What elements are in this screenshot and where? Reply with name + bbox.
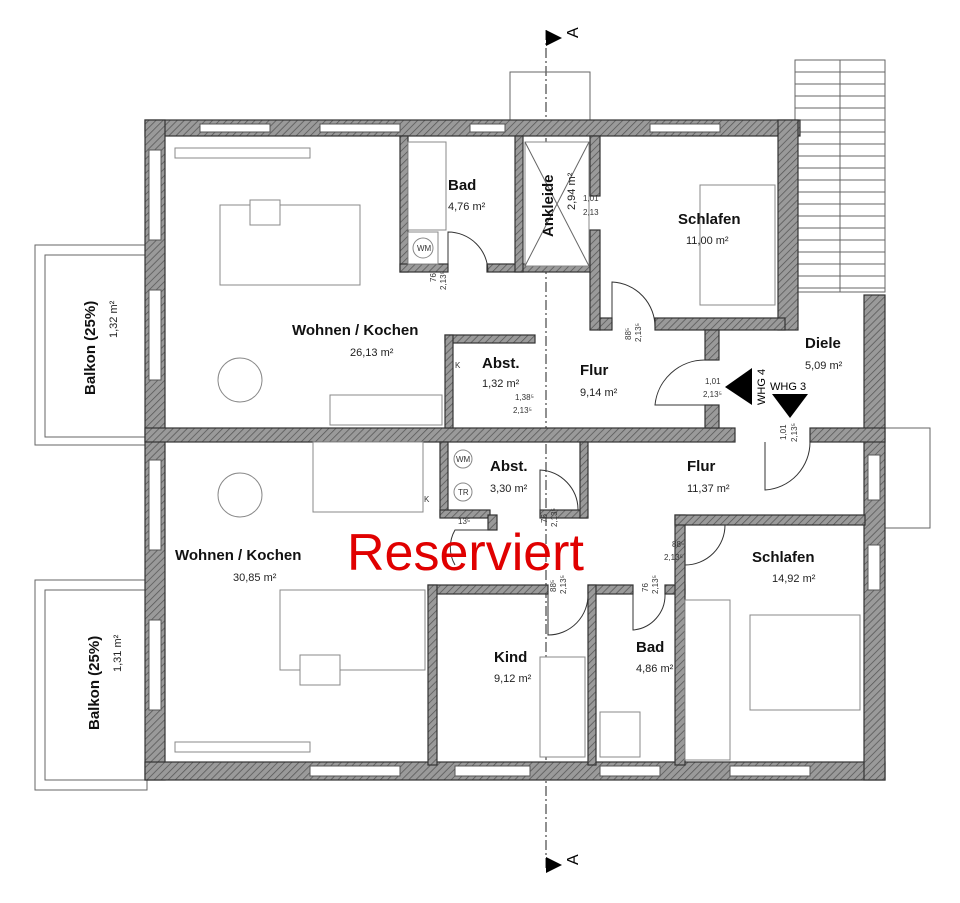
dim-bad2-h: 2,13⁵	[651, 575, 660, 594]
room-schlafen1-name: Schlafen	[678, 211, 741, 228]
room-ankleide-name: Ankleide	[540, 174, 557, 237]
dim-schlafen1-h: 2,13⁵	[634, 323, 643, 342]
room-kind-name: Kind	[494, 649, 527, 666]
dryer-icon	[453, 482, 473, 502]
room-ankleide-area: 2,94 m²	[566, 172, 578, 210]
bay-right	[884, 427, 931, 529]
room-diele-area: 5,09 m²	[805, 360, 843, 372]
dim-wohnen2: 13⁵	[458, 517, 470, 526]
room-bad1-area: 4,76 m²	[448, 201, 486, 213]
room-abst2-name: Abst.	[490, 458, 528, 475]
unit-label-whg4: WHG 4	[756, 369, 768, 405]
entry-arrow-whg4-icon	[725, 368, 752, 405]
room-balkon2-name: Balkon (25%)	[86, 636, 103, 730]
dim-abst1-h: 2,13⁵	[513, 406, 532, 415]
room-schlafen2-name: Schlafen	[752, 549, 815, 566]
room-balkon1-name: Balkon (25%)	[82, 301, 99, 395]
room-schlafen2-area: 14,92 m²	[772, 573, 816, 585]
dim-schlafen2-h: 2,13⁵	[664, 553, 683, 562]
room-labels: Bad 4,76 m² Ankleide 2,94 m² Schlafen 11…	[82, 172, 843, 730]
entry-arrow-whg3-icon	[772, 394, 808, 418]
room-flur2-name: Flur	[687, 458, 715, 475]
unit-label-whg3: WHG 3	[770, 381, 806, 393]
door-dimensions: 76 2,13⁵ 1,01 2,13 88⁵ 2,13⁵ 1,38⁵ 2,13⁵…	[429, 194, 799, 594]
section-label-bottom: A	[565, 854, 582, 865]
room-wohnen2-area: 30,85 m²	[233, 572, 277, 584]
dim-bad1-h: 2,13⁵	[439, 271, 448, 290]
dim-ankleide: 1,01	[583, 194, 599, 203]
room-bad2-name: Bad	[636, 639, 664, 656]
tr-label: TR	[458, 488, 469, 497]
room-flur2-area: 11,37 m²	[687, 483, 730, 495]
room-wohnen1-name: Wohnen / Kochen	[292, 322, 418, 339]
wm-label: WM	[456, 455, 471, 464]
dim-whg3-h: 2,13⁵	[790, 423, 799, 442]
dim-whg3: 1,01	[779, 424, 788, 440]
dim-bad2: 76	[641, 583, 650, 592]
room-bad2-area: 4,86 m²	[636, 663, 674, 675]
room-diele-name: Diele	[805, 335, 841, 352]
fridge-label-bottom: K	[424, 495, 430, 504]
windows	[148, 123, 881, 777]
reserved-watermark: Reserviert	[347, 524, 584, 582]
bay-top	[509, 71, 591, 121]
dim-whg4: 1,01	[705, 377, 721, 386]
dim-kind-h: 2,13⁵	[559, 575, 568, 594]
dim-schlafen1: 88⁵	[624, 328, 633, 340]
doors	[447, 231, 811, 636]
room-abst1-area: 1,32 m²	[482, 378, 520, 390]
fridge-label-top: K	[455, 361, 461, 370]
wm-label-bad: WM	[417, 244, 432, 253]
dim-whg4-h: 2,13⁵	[703, 390, 722, 399]
dim-kind: 88⁵	[549, 580, 558, 592]
room-abst1-name: Abst.	[482, 355, 520, 372]
washing-machine-icon	[453, 449, 473, 469]
staircase	[794, 59, 886, 293]
section-arrow-top-icon	[546, 30, 562, 46]
room-kind-area: 9,12 m²	[494, 673, 532, 685]
room-balkon1-area: 1,32 m²	[108, 300, 120, 338]
dim-abst2-h: 2,13⁵	[550, 508, 559, 527]
room-balkon2-area: 1,31 m²	[112, 634, 124, 672]
dim-schlafen2: 88⁵	[672, 540, 684, 549]
room-wohnen1-area: 26,13 m²	[350, 347, 394, 359]
section-label-top: A	[565, 27, 582, 38]
room-abst2-area: 3,30 m²	[490, 483, 528, 495]
room-flur1-area: 9,14 m²	[580, 387, 618, 399]
room-flur1-name: Flur	[580, 362, 608, 379]
dim-bad1: 76	[429, 273, 438, 282]
furniture	[174, 141, 861, 761]
room-schlafen1-area: 11,00 m²	[686, 235, 729, 247]
dim-abst1: 1,38⁵	[515, 393, 534, 402]
room-bad1-name: Bad	[448, 177, 476, 194]
dim-abst2: 76	[540, 514, 549, 523]
dim-ankleide-h: 2,13	[583, 208, 599, 217]
section-arrow-bottom-icon	[546, 857, 562, 873]
room-wohnen2-name: Wohnen / Kochen	[175, 547, 301, 564]
